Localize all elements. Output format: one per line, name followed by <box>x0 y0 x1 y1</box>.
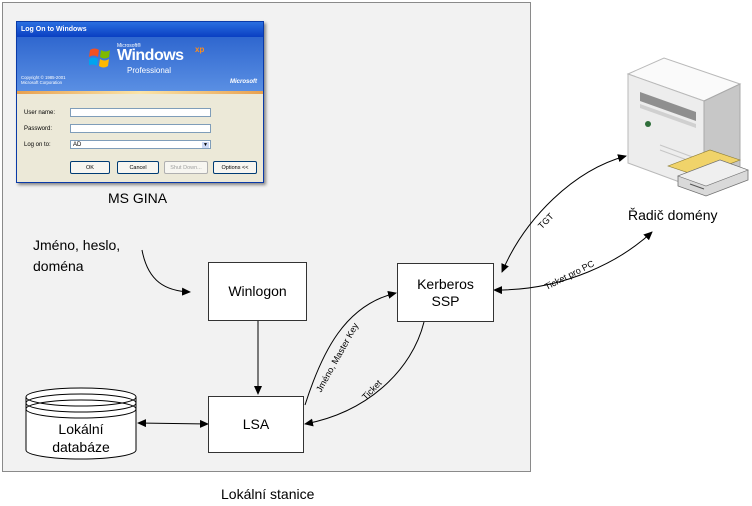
kerberos-box: Kerberos SSP <box>397 263 494 322</box>
kerberos-line-2: SSP <box>431 292 460 309</box>
chevron-down-icon[interactable]: ▼ <box>202 142 209 148</box>
lsa-label: LSA <box>242 416 270 432</box>
windows-xp-banner: Microsoft® Windows xp Professional Copyr… <box>17 37 263 91</box>
banner-microsoft-brand: Microsoft <box>230 79 257 85</box>
edge-credentials-winlogon <box>141 249 191 296</box>
winlogon-label: Winlogon <box>228 283 287 299</box>
local-station-label: Lokální stanice <box>221 486 315 502</box>
credentials-line-1: Jméno, heslo, <box>33 237 121 253</box>
database-label: Lokální databáze <box>26 420 136 456</box>
database-line-2: databáze <box>52 439 110 455</box>
edge-db-lsa <box>137 419 209 428</box>
cancel-button[interactable]: Cancel <box>117 161 159 174</box>
user-name-field[interactable] <box>70 108 211 117</box>
banner-edition-text: Professional <box>127 66 172 75</box>
server-computer-icon <box>626 57 749 197</box>
logon-to-value: AD <box>73 142 82 148</box>
banner-copyright: Copyright © 1985-2001 Microsoft Corporat… <box>21 75 66 85</box>
logon-to-select[interactable]: AD ▼ <box>70 140 211 149</box>
options-button[interactable]: Options << <box>213 161 257 174</box>
database-cylinder-icon <box>25 387 137 460</box>
logon-to-label: Log on to: <box>24 142 51 148</box>
banner-strip <box>17 91 263 94</box>
edge-lsa-kerberos <box>304 290 397 406</box>
lsa-box: LSA <box>208 396 304 453</box>
shutdown-button[interactable]: Shut Down... <box>164 161 208 174</box>
user-name-label: User name: <box>24 110 56 116</box>
credentials-line-2: doména <box>33 258 84 274</box>
winlogon-box: Winlogon <box>208 262 307 321</box>
password-field[interactable] <box>70 124 211 133</box>
ok-button[interactable]: OK <box>70 161 110 174</box>
gina-label: MS GINA <box>108 190 168 206</box>
edge-ticket-pc <box>493 231 653 295</box>
edge-kerberos-lsa <box>304 321 425 427</box>
domain-controller-label: Řadič domény <box>628 207 718 223</box>
edge-tgt <box>501 154 627 273</box>
password-label: Password: <box>24 126 53 132</box>
kerberos-line-1: Kerberos <box>417 275 474 292</box>
database-line-1: Lokální <box>58 421 104 437</box>
windows-flag-icon <box>89 48 110 68</box>
dialog-title: Log On to Windows <box>17 22 263 37</box>
banner-xp-text: xp <box>195 45 205 54</box>
credentials-label: Jméno, heslo, doména <box>33 235 120 277</box>
banner-windows-text: Windows <box>117 47 184 64</box>
windows-logon-dialog: Log On to Windows Microsoft® Windows xp … <box>16 21 264 183</box>
banner-microsoft-text: Microsoft® <box>117 43 141 49</box>
